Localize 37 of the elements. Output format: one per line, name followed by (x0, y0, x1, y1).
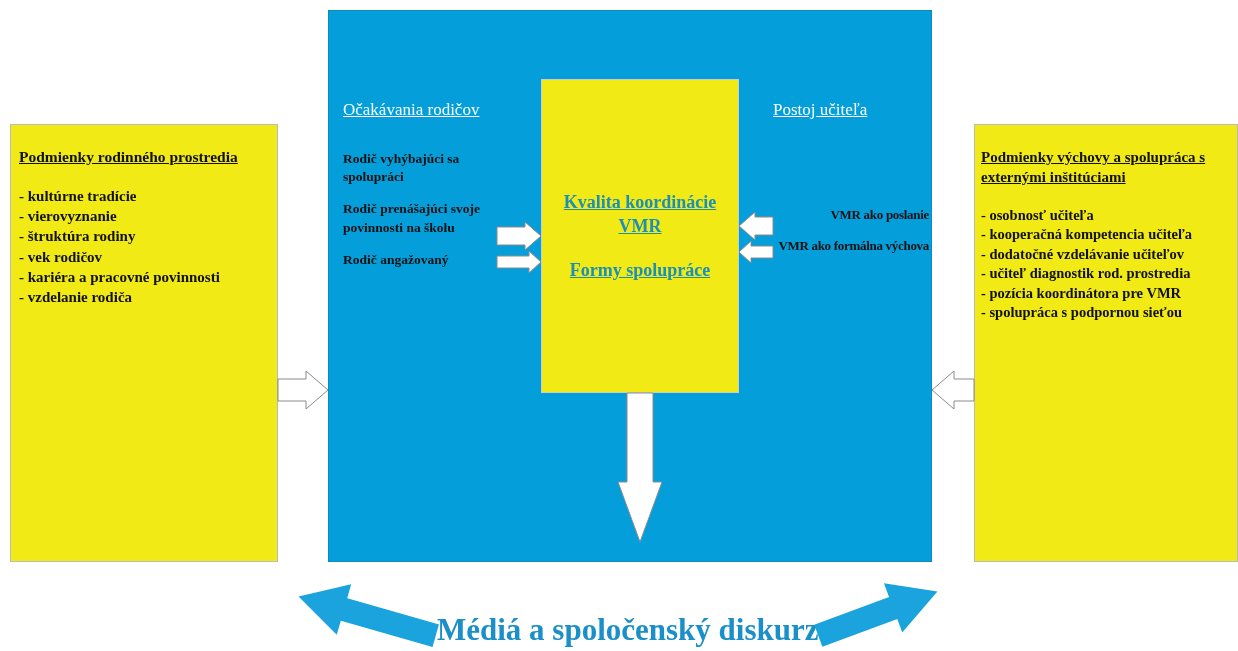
body-text: Rodič angažovaný (343, 250, 449, 269)
body-text: VMR ako poslanie (830, 205, 929, 224)
block-arrow (617, 392, 663, 543)
list-item: - dodatočné vzdelávanie učiteľov (981, 244, 1185, 264)
body-text: Rodič vyhýbajúci sa spolupráci (343, 149, 461, 187)
block-arrow (496, 221, 542, 251)
heading-text: Médiá a spoločenský diskurz (437, 611, 817, 649)
list-item: - vzdelanie rodiča (19, 288, 134, 308)
list-item: - učiteľ diagnostik rod. prostredia (981, 264, 1192, 284)
heading-text: Formy spolupráce (569, 259, 711, 283)
panel (328, 10, 932, 562)
block-arrow (814, 583, 938, 647)
list-item: - vierovyznanie (19, 207, 118, 227)
block-arrow (298, 584, 439, 648)
block-arrow (931, 370, 975, 410)
list-item: - kooperačná kompetencia učiteľa (981, 225, 1193, 245)
list-item: - spolupráca s podpornou sieťou (981, 303, 1183, 323)
heading-text: Postoj učiteľa (773, 99, 868, 121)
text-box (541, 79, 739, 393)
list-item: - štruktúra rodiny (19, 227, 137, 247)
list-item: - kariéra a pracovné povinnosti (19, 267, 221, 287)
block-arrow (496, 250, 542, 274)
list-item: - kultúrne tradície (19, 186, 138, 206)
heading-text: Podmienky výchovy a spolupráca s externými inštitúciami (981, 148, 1207, 188)
heading-text: Kvalita koordinácie VMR (562, 190, 718, 238)
body-text: Rodič prenášajúci svoje povinnosti na školu (343, 200, 481, 237)
text-box (974, 124, 1238, 562)
block-arrow (277, 370, 329, 410)
block-arrow (738, 240, 774, 264)
text-box (10, 124, 278, 562)
heading-text: Očakávania rodičov (343, 99, 480, 121)
list-item: - vek rodičov (19, 247, 104, 267)
block-arrow (738, 211, 774, 241)
body-text: VMR ako formálna výchova (778, 237, 929, 256)
list-item: - pozícia koordinátora pre VMR (981, 283, 1183, 303)
heading-text: Podmienky rodinného prostredia (19, 147, 238, 167)
list-item: - osobnosť učiteľa (981, 205, 1095, 225)
